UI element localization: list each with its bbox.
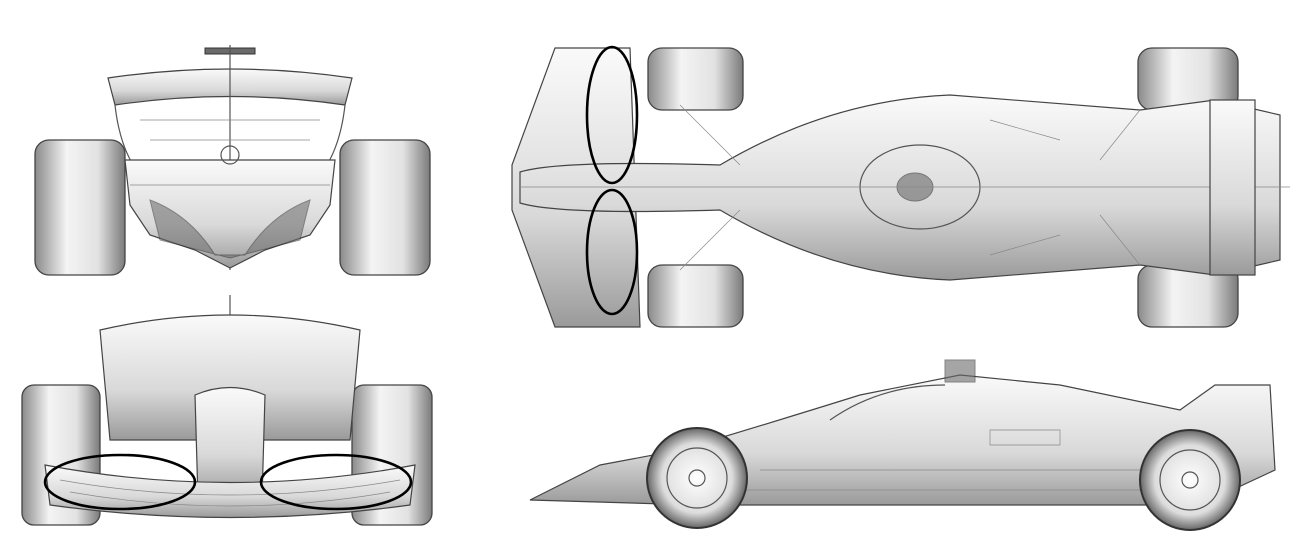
highlight-ellipse-top-upper (585, 45, 639, 185)
side-rear-wheel (1139, 429, 1241, 531)
top-rear-wing (1209, 99, 1256, 276)
diffuser (149, 199, 311, 259)
top-front-left-tyre (647, 47, 744, 111)
rear-right-tyre (339, 139, 431, 276)
front-body (99, 314, 361, 441)
front-wing (44, 464, 416, 519)
side-front-wheel (646, 427, 748, 529)
highlight-ellipse-front-right (259, 453, 413, 511)
highlight-ellipse-front-left (43, 453, 197, 511)
top-front-right-tyre (647, 264, 744, 328)
highlight-ellipse-top-lower (585, 188, 639, 316)
nose (194, 386, 266, 501)
front-view (21, 295, 433, 526)
rear-left-tyre (34, 139, 126, 276)
top-view (511, 47, 1290, 328)
side-halo (829, 384, 946, 421)
side-view (529, 359, 1276, 531)
rear-view (34, 45, 431, 276)
engine-cover-air-intake (944, 359, 976, 383)
